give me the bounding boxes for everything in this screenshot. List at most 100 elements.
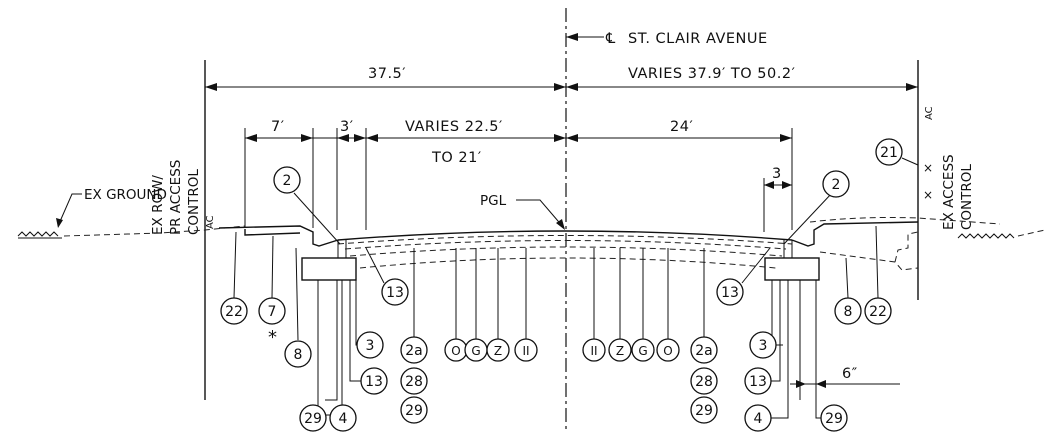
svg-text:2: 2 [832, 177, 841, 193]
dimension-lanes [244, 128, 793, 230]
pgl-label: PGL [480, 193, 507, 209]
svg-text:G: G [638, 344, 647, 358]
dim-7ft: 7′ [271, 119, 285, 135]
svg-text:8: 8 [844, 304, 853, 320]
callout-28-right: 28 [690, 367, 718, 395]
callout-leaders [233, 157, 919, 419]
dim-varies-line2: TO 21′ [431, 150, 482, 166]
svg-text:3: 3 [366, 338, 375, 354]
dim-3-right: 3 [772, 166, 782, 182]
dimension-total [205, 83, 918, 91]
svg-text:4: 4 [339, 411, 348, 427]
right-total-dim: VARIES 37.9′ TO 50.2′ [628, 66, 795, 82]
callout-29-left-a: 29 [299, 404, 327, 432]
control-label: CONTROL [186, 169, 202, 235]
svg-text:2a: 2a [405, 343, 423, 359]
pavement-layer-3 [349, 246, 783, 257]
callout-28-left: 28 [400, 367, 428, 395]
callout-13-right-upper: 13 [716, 278, 744, 306]
right-sidewalk [791, 221, 919, 247]
callout-29-right-b: 29 [690, 396, 718, 424]
callout-4-left: 4 [329, 404, 357, 432]
ex-ground-label: EX GROUND [84, 187, 167, 203]
right-ground-dash-1 [809, 217, 1001, 225]
svg-text:28: 28 [695, 374, 713, 390]
callout-2-left: 2 [273, 166, 301, 194]
dim-varies-line1: VARIES 22.5′ [405, 119, 503, 135]
svg-text:O: O [451, 344, 460, 358]
svg-text:7: 7 [268, 304, 277, 320]
svg-text:13: 13 [386, 285, 404, 301]
title-arrowhead [566, 33, 578, 41]
callout-13-left-lower: 13 [360, 367, 388, 395]
pavement-code-left-o: O [444, 338, 468, 362]
ex-ground-arrowhead [56, 218, 63, 228]
dim-3ft-left: 3′ [340, 119, 354, 135]
left-total-dim: 37.5′ [368, 66, 406, 82]
right-curb-footing [764, 257, 820, 281]
svg-text:29: 29 [825, 411, 843, 427]
callout-3-left: 3 [356, 331, 384, 359]
left-sidewalk [218, 225, 339, 247]
pavement-code-left-g: G [464, 338, 488, 362]
svg-text:22: 22 [225, 304, 243, 320]
marker-x-1: × [923, 188, 933, 202]
dimension-right-3 [763, 178, 792, 232]
ground-hatch-left [17, 231, 62, 239]
svg-text:3: 3 [759, 338, 768, 354]
pavement-code-right-ii: II [582, 338, 606, 362]
right-curb-face [783, 240, 793, 258]
ac-right-label: AC [924, 106, 935, 120]
left-sidewalk-slab [244, 229, 301, 236]
callout-2a-left: 2a [400, 336, 428, 364]
callout-13-right-lower: 13 [744, 367, 772, 395]
callout-8-left: 8 [284, 340, 312, 368]
callout-22-right: 22 [864, 297, 892, 325]
svg-text:2a: 2a [695, 343, 713, 359]
svg-text:II: II [522, 344, 529, 358]
marker-x-2: × [923, 161, 933, 175]
svg-text:4: 4 [754, 411, 763, 427]
right-ground-dash-3 [894, 231, 919, 263]
ex-ground-leader [57, 193, 82, 227]
svg-text:II: II [590, 344, 597, 358]
callout-3-right: 3 [749, 331, 777, 359]
pavement-code-left-z: Z [486, 338, 510, 362]
svg-text:21: 21 [880, 145, 898, 161]
ex-row-label: EX ROW/ [150, 175, 166, 235]
callout-4-right: 4 [744, 404, 772, 432]
svg-text:G: G [471, 344, 480, 358]
svg-text:29: 29 [405, 403, 423, 419]
pgl-leader [516, 199, 565, 229]
ex-access-control-label: CONTROL [959, 164, 975, 230]
callout-22-left: 22 [220, 297, 248, 325]
svg-text:13: 13 [721, 285, 739, 301]
pavement-code-left-ii: II [514, 338, 538, 362]
svg-text:2: 2 [283, 173, 292, 189]
pavement-surface [337, 230, 793, 241]
svg-text:29: 29 [695, 403, 713, 419]
svg-text:O: O [663, 344, 672, 358]
centerline-symbol: ℄ [605, 31, 616, 47]
svg-text:22: 22 [869, 304, 887, 320]
svg-text:29: 29 [304, 411, 322, 427]
asterisk-mark: * [268, 327, 277, 348]
callout-13-left-upper: 13 [381, 278, 409, 306]
callout-8-right: 8 [834, 297, 862, 325]
dim-6in: 6″ [842, 366, 858, 382]
svg-text:13: 13 [749, 374, 767, 390]
pavement-code-right-g: G [631, 338, 655, 362]
callout-2a-right: 2a [690, 336, 718, 364]
pgl-arrowhead [556, 219, 565, 230]
right-ground-dash-2 [819, 251, 919, 271]
callout-2-right: 2 [822, 170, 850, 198]
svg-text:13: 13 [365, 374, 383, 390]
pavement-code-right-o: O [656, 338, 680, 362]
ac-left-label: AC [205, 215, 216, 229]
svg-text:8: 8 [294, 347, 303, 363]
callout-21: 21 [875, 138, 903, 166]
ground-hatch-right [957, 229, 1045, 239]
ex-access-label: EX ACCESS [941, 154, 957, 230]
callout-29-right-a: 29 [820, 404, 848, 432]
